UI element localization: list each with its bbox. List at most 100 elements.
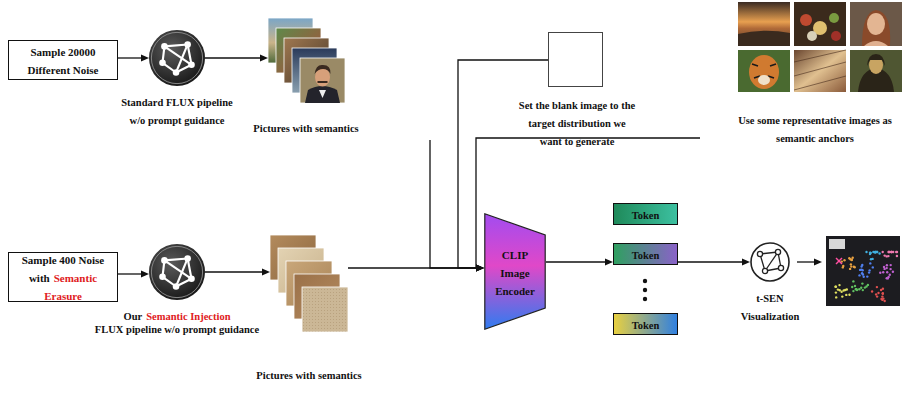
anchor-images bbox=[850, 50, 902, 92]
tsne-icon bbox=[751, 243, 789, 281]
anchor-images bbox=[794, 62, 846, 76]
flow-connector bbox=[348, 267, 476, 268]
flow-connector bbox=[118, 57, 141, 58]
tsne-scatter-plot bbox=[852, 257, 854, 259]
tsne-scatter-plot bbox=[868, 271, 870, 273]
tsne-scatter-plot bbox=[855, 288, 857, 290]
tsne-scatter-plot bbox=[860, 287, 862, 289]
tsne-scatter-plot bbox=[854, 285, 856, 287]
tsne-scatter-plot bbox=[874, 251, 876, 253]
picture-stack bbox=[270, 235, 348, 332]
tsne-icon bbox=[757, 249, 783, 273]
flow-connector bbox=[546, 261, 605, 262]
tsne-scatter-plot bbox=[881, 295, 883, 297]
tsne-scatter-plot bbox=[836, 258, 842, 264]
tsne-scatter-plot bbox=[863, 276, 865, 278]
tsne-scatter-plot bbox=[889, 274, 891, 276]
tsne-scatter-plot bbox=[880, 289, 882, 291]
tsne-scatter-plot bbox=[874, 251, 876, 253]
flux-icon bbox=[149, 244, 205, 300]
tsne-scatter-plot bbox=[884, 300, 886, 302]
encoder-trapezoid: CLIP Image Encoder bbox=[484, 213, 546, 330]
picture-stack bbox=[315, 65, 331, 74]
flow-connector bbox=[476, 138, 700, 268]
anchor-images bbox=[807, 31, 817, 41]
tsne-scatter-plot bbox=[835, 286, 837, 288]
anchor-images bbox=[758, 75, 770, 85]
picture-stack bbox=[300, 58, 345, 103]
tsne-scatter-plot bbox=[887, 251, 889, 253]
tsne-scatter-plot bbox=[890, 251, 892, 253]
tsne-scatter-plot bbox=[848, 257, 850, 259]
arrow-head bbox=[605, 259, 613, 266]
node-content: Token bbox=[614, 314, 677, 334]
tsne-scatter-plot bbox=[858, 274, 860, 276]
node-text: t-SEN Visualization bbox=[741, 293, 800, 322]
anchor-images bbox=[738, 50, 790, 92]
flow-connector bbox=[458, 60, 548, 268]
tsne-scatter-plot bbox=[886, 267, 888, 269]
anchor-images bbox=[738, 2, 902, 92]
token-dots bbox=[643, 279, 647, 283]
flow-connector bbox=[118, 273, 141, 274]
arrow-head bbox=[742, 259, 750, 266]
anchor-images bbox=[867, 54, 885, 66]
flow-connector bbox=[205, 271, 262, 272]
tsne-scatter-plot bbox=[852, 280, 854, 282]
node-content: CLIP Image Encoder bbox=[484, 213, 546, 330]
anchor-images bbox=[794, 2, 846, 46]
token-box: Token bbox=[613, 313, 678, 335]
tsne-scatter-plot bbox=[836, 258, 842, 264]
tsne-scatter-plot bbox=[869, 251, 871, 253]
tsne-scatter-plot bbox=[881, 299, 883, 301]
tsne-scatter-plot bbox=[853, 266, 855, 268]
picture-stack bbox=[319, 90, 326, 98]
anchor-images bbox=[794, 50, 846, 92]
tsne-scatter-plot bbox=[862, 273, 864, 275]
tsne-scatter-plot bbox=[871, 258, 873, 260]
node-label: Set the blank image to the target distri… bbox=[516, 95, 638, 149]
tsne-scatter-plot bbox=[850, 263, 852, 265]
tsne-scatter-plot bbox=[895, 251, 897, 253]
tsne-scatter-plot bbox=[888, 251, 890, 253]
pipeline-icon: Standard FLUX pipeline w/o prompt guidan… bbox=[149, 30, 205, 86]
arrow-head bbox=[262, 269, 270, 276]
node-text: Token bbox=[632, 320, 660, 331]
tsne-scatter-plot bbox=[858, 288, 860, 290]
token-box: Token bbox=[613, 203, 678, 225]
tsne-scatter-plot bbox=[875, 251, 877, 253]
arrow-head bbox=[476, 265, 484, 272]
tsne-scatter-plot bbox=[869, 262, 871, 264]
tsne-scatter-plot bbox=[874, 251, 876, 253]
tsne-scatter-plot bbox=[896, 251, 898, 253]
flow-connector bbox=[205, 57, 260, 58]
input-box: Sample 400 Noise with Semantic Erasure bbox=[8, 252, 118, 302]
anchor-images bbox=[794, 50, 846, 62]
tsne-scatter-plot bbox=[838, 284, 840, 286]
arrow-head bbox=[476, 265, 484, 272]
node-text-block: Token bbox=[618, 245, 673, 263]
node-text: Pictures with semantics bbox=[256, 370, 361, 381]
tsne-scatter-plot bbox=[879, 272, 881, 274]
node-text: Our bbox=[124, 311, 143, 322]
node-text-block: CLIP Image Encoder bbox=[491, 245, 539, 299]
anchor-images bbox=[850, 2, 902, 46]
node-content: Sample 400 Noise with Semantic Erasure bbox=[9, 253, 117, 301]
anchor-images bbox=[770, 64, 776, 66]
tsne-scatter-plot bbox=[837, 288, 839, 290]
visualization-icon: t-SEN Visualization bbox=[750, 242, 790, 282]
tsne-icon bbox=[762, 268, 767, 273]
tsne-scatter-plot bbox=[882, 271, 884, 273]
tsne-scatter-plot bbox=[872, 266, 874, 268]
node-label: t-SEN Visualization bbox=[730, 288, 810, 324]
tsne-scatter-plot bbox=[852, 290, 854, 292]
tsne-scatter-plot bbox=[882, 292, 884, 294]
tsne-scatter-plot bbox=[868, 269, 870, 271]
node-text-block: Sample 20000 Different Noise bbox=[13, 42, 113, 78]
node-text: Token bbox=[632, 210, 660, 221]
tsne-scatter-plot bbox=[826, 236, 900, 306]
blank-image: Set the blank image to the target distri… bbox=[548, 32, 603, 87]
